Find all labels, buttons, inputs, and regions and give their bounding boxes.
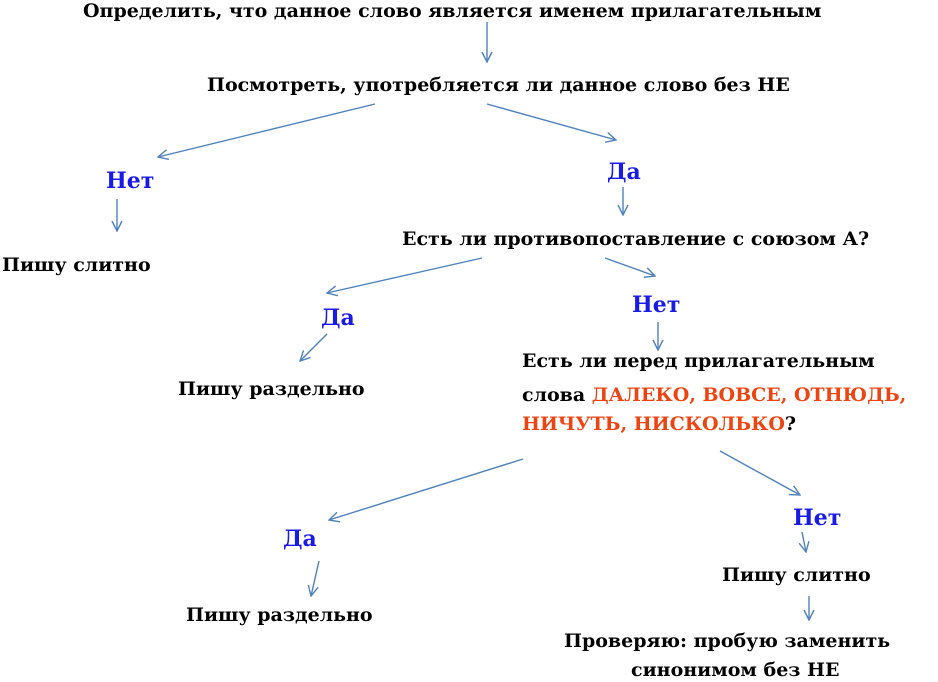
check-line1: Проверяю: пробую заменить <box>564 630 891 652</box>
step4-highlight-words-2: НИЧУТЬ, НИСКОЛЬКО <box>522 413 785 435</box>
step4-question-mark: ? <box>784 413 797 435</box>
step4-line2: слова ДАЛЕКО, ВОВСЕ, ОТНЮДЬ, <box>522 386 906 405</box>
arrow-step4-to-yes <box>329 458 524 520</box>
arrow-yes2-to-result <box>300 333 328 361</box>
branch2-no-label: Нет <box>632 292 681 318</box>
step4-line3: НИЧУТЬ, НИСКОЛЬКО? <box>522 415 796 434</box>
arrow-step4-to-no <box>719 450 800 495</box>
step2-text: Посмотреть, употребляется ли данное слов… <box>207 74 790 96</box>
step1-text: Определить, что данное слово является им… <box>83 0 822 22</box>
branch2-yes-result: Пишу раздельно <box>178 378 365 400</box>
branch2-yes-label: Да <box>321 305 355 331</box>
step4-highlight-words-1: ДАЛЕКО, ВОВСЕ, ОТНЮДЬ, <box>591 384 907 406</box>
step3-text: Есть ли противопоставление с союзом А? <box>402 228 870 250</box>
branch3-no-label: Нет <box>793 505 842 531</box>
step4-line1: Есть ли перед прилагательным <box>522 350 875 372</box>
arrow-step2-to-yes <box>486 103 616 140</box>
branch1-no-label: Нет <box>106 168 155 194</box>
branch3-yes-result: Пишу раздельно <box>186 604 373 626</box>
check-line2: синонимом без НЕ <box>631 659 840 681</box>
branch3-no-result: Пишу слитно <box>722 564 871 586</box>
arrow-step3-to-no <box>604 257 655 276</box>
arrow-step3-to-yes <box>327 257 483 293</box>
arrow-step2-to-no <box>158 103 376 157</box>
branch3-yes-label: Да <box>283 526 317 552</box>
branch1-yes-label: Да <box>607 159 641 185</box>
arrow-no3-to-result <box>802 531 806 552</box>
branch1-no-result: Пишу слитно <box>2 254 151 276</box>
arrow-yes3-to-result <box>311 560 320 596</box>
step4-line2-prefix: слова <box>522 384 592 406</box>
